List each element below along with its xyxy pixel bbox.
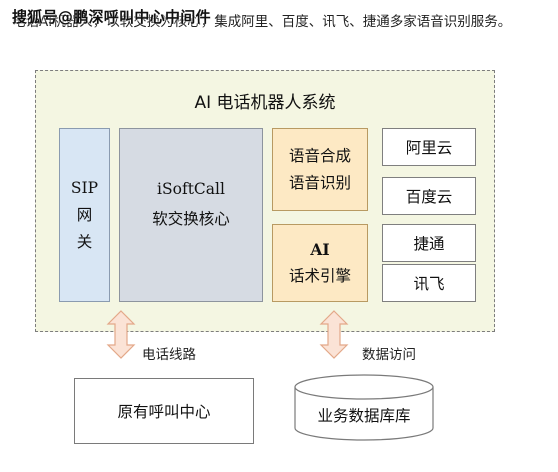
engine-label-line2: 话术引擎 — [288, 267, 351, 285]
speech-box: 语音合成 语音识别 — [272, 128, 368, 211]
vendor-jietong-box: 捷通 — [382, 224, 476, 262]
speech-label-line1: 语音合成 — [288, 146, 351, 165]
legacy-callcenter-box: 原有呼叫中心 — [74, 378, 254, 444]
data-access-arrow — [319, 310, 349, 359]
database-cylinder — [294, 374, 434, 441]
core-label-line2: 软交换核心 — [152, 210, 230, 228]
watermark: 搜狐号@鹏深呼叫中心中间件 — [12, 8, 211, 26]
core-label-line1: iSoftCall — [157, 180, 225, 198]
data-access-label: 数据访问 — [362, 347, 416, 363]
vendor-aliyun-box: 阿里云 — [382, 128, 476, 166]
system-title: AI 电话机器人系统 — [194, 93, 336, 113]
sip-label-line1: SIP — [70, 178, 99, 197]
database-label: 业务数据库库 — [317, 407, 411, 425]
engine-label-line1: AI — [310, 240, 330, 259]
speech-label-line2: 语音识别 — [288, 173, 351, 192]
phone-line-label: 电话线路 — [142, 347, 196, 363]
phone-line-arrow — [106, 310, 136, 359]
header-description: 电话AI机器人，以软交换为核心，集成阿里、百度、讯飞、捷通多家语音识别服务。 — [12, 14, 512, 30]
ai-engine-box: AI 话术引擎 — [272, 224, 368, 302]
softswitch-core-box: iSoftCall 软交换核心 — [119, 128, 263, 302]
sip-label-line3: 关 — [76, 232, 93, 251]
sip-label-line2: 网 — [76, 205, 93, 224]
vendor-baidu-box: 百度云 — [382, 177, 476, 215]
vendor-xunfei-box: 讯飞 — [382, 264, 476, 302]
sip-gateway-box: SIP 网 关 — [59, 128, 110, 302]
